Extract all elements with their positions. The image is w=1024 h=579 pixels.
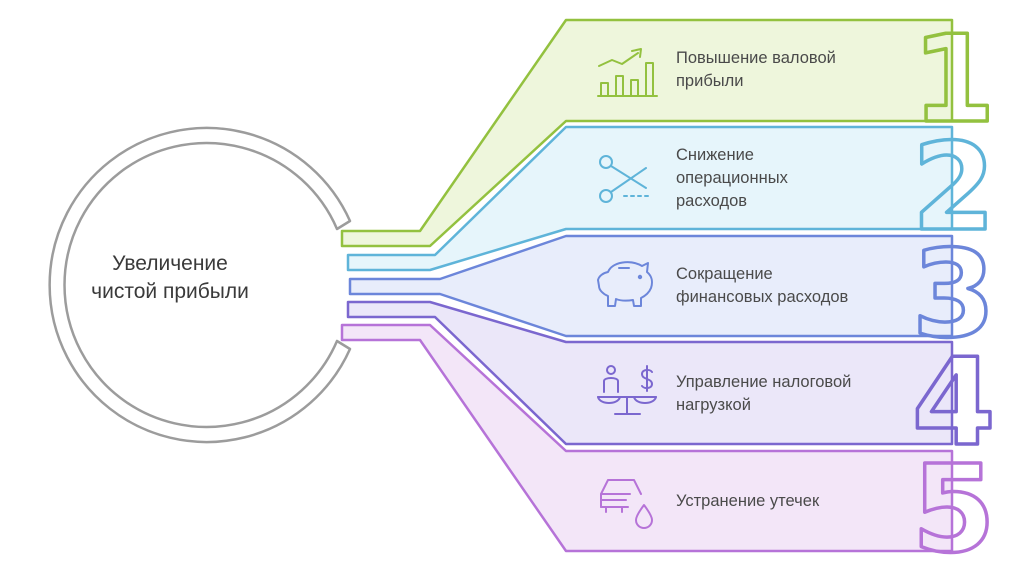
item-3-label: Сокращение финансовых расходов <box>676 263 906 309</box>
center-title-line-2: чистой прибыли <box>91 280 249 303</box>
item-4-line-1: Управление налоговой <box>676 373 852 391</box>
piggy-bank-icon <box>597 261 653 307</box>
item-1-line-1: Повышение валовой <box>676 49 836 67</box>
item-3-line-2: финансовых расходов <box>676 288 849 306</box>
item-2-line-1: Снижение <box>676 146 754 164</box>
item-1-line-2: прибыли <box>676 72 744 90</box>
band-2: 2 <box>346 117 997 272</box>
item-4-line-2: нагрузкой <box>676 396 751 414</box>
item-4-label: Управление налоговой нагрузкой <box>676 371 906 417</box>
band-4-shape <box>346 300 954 446</box>
band-5-shape <box>340 323 954 553</box>
item-5-label: Устранение утечек <box>676 490 906 513</box>
center-ring <box>48 126 352 444</box>
item-2-line-3: расходов <box>676 192 748 210</box>
item-3-line-1: Сокращение <box>676 265 773 283</box>
item-2-label: Снижение операционных расходов <box>676 144 906 213</box>
band-5: 5 <box>340 323 997 579</box>
band-1-shape <box>340 18 954 248</box>
item-5-line-1: Устранение утечек <box>676 492 820 510</box>
scissors-icon <box>599 155 651 203</box>
item-1-label: Повышение валовой прибыли <box>676 47 906 93</box>
balance-scale-icon <box>597 365 657 415</box>
band-5-number: 5 <box>912 441 996 579</box>
item-2-line-2: операционных <box>676 169 788 187</box>
growth-chart-icon <box>597 48 658 97</box>
center-title-line-1: Увеличение <box>112 252 228 275</box>
car-oil-drop-icon <box>600 479 653 529</box>
band-2-shape <box>346 125 954 272</box>
center-title: Увеличение чистой прибыли <box>60 250 280 306</box>
